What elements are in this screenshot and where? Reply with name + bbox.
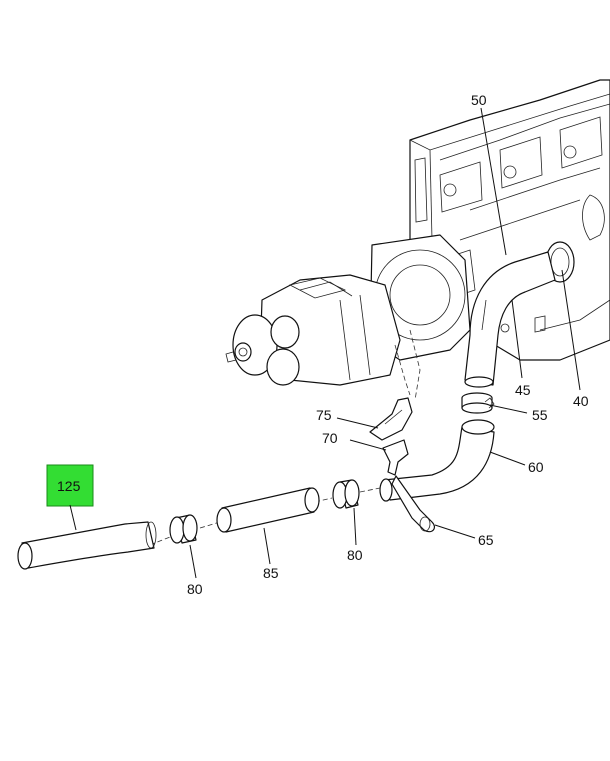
callout-80-left[interactable]: 80 (187, 581, 203, 597)
exhaust-elbow-45 (464, 251, 556, 388)
callout-80-right[interactable]: 80 (347, 547, 363, 563)
tail-pipe-125 (17, 521, 157, 570)
callout-70[interactable]: 70 (322, 430, 338, 446)
alignment-line (149, 487, 381, 546)
coupler-80-right (332, 479, 360, 509)
clamp-55 (461, 392, 495, 414)
callout-75[interactable]: 75 (316, 407, 332, 423)
transmission (225, 234, 471, 401)
callout-60[interactable]: 60 (528, 459, 544, 475)
callout-45[interactable]: 45 (515, 382, 531, 398)
callout-85[interactable]: 85 (263, 565, 279, 581)
bracket-75 (369, 397, 413, 441)
strap-65 (391, 475, 436, 533)
exhaust-pipe-60 (379, 419, 495, 502)
coupler-80-left (169, 514, 198, 544)
tube-85 (216, 487, 320, 533)
callout-40[interactable]: 40 (573, 393, 589, 409)
callout-125[interactable]: 125 (57, 478, 81, 494)
hanger-bracket-70 (382, 439, 409, 476)
highlight-box (46, 464, 94, 507)
callout-50[interactable]: 50 (471, 92, 487, 108)
leader-lines (69, 107, 581, 579)
callout-55[interactable]: 55 (532, 407, 548, 423)
callout-65[interactable]: 65 (478, 532, 494, 548)
